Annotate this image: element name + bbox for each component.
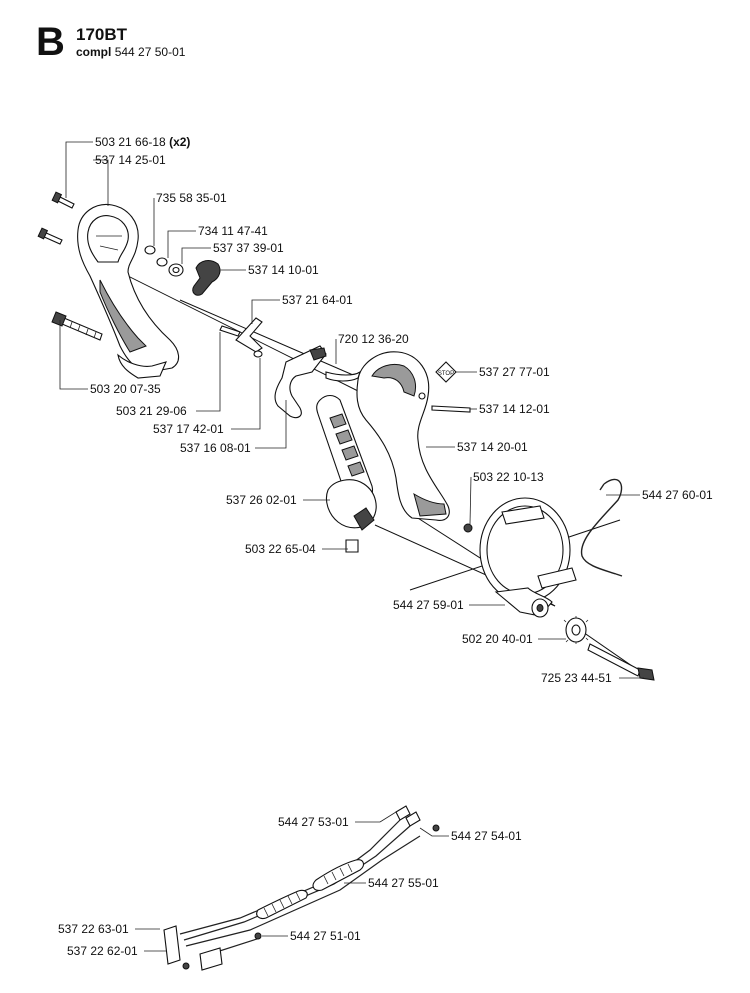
part-label: 544 27 51-01 bbox=[290, 929, 361, 943]
wire-clip bbox=[580, 478, 623, 577]
model-title: 170BT bbox=[76, 25, 128, 44]
part-label: 537 22 63-01 bbox=[58, 922, 129, 936]
part-label: 503 22 10-13 bbox=[473, 470, 544, 484]
part-label: 544 27 54-01 bbox=[451, 829, 522, 843]
part-label: 734 11 47-41 bbox=[198, 224, 268, 238]
part-label: 503 21 29-06 bbox=[116, 404, 187, 418]
trigger-parts bbox=[219, 317, 362, 419]
part-label: 725 23 44-51 bbox=[541, 671, 612, 685]
handle-rear-half bbox=[77, 203, 180, 379]
part-label: 537 22 62-01 bbox=[67, 944, 138, 958]
tube-clamp bbox=[479, 497, 577, 618]
grip-insert bbox=[316, 394, 377, 553]
part-label: 544 27 60-01 bbox=[642, 488, 713, 502]
part-label: 537 16 08-01 bbox=[180, 441, 251, 455]
assembly-axes bbox=[91, 257, 646, 676]
compl-number: 544 27 50-01 bbox=[114, 45, 186, 59]
part-label: 503 22 65-04 bbox=[245, 542, 316, 556]
part-label: 544 27 55-01 bbox=[368, 876, 439, 890]
part-labels: 503 21 66-18 (x2) 537 14 25-01 735 58 35… bbox=[58, 135, 713, 958]
complete-assembly-line: compl 544 27 50-01 bbox=[76, 45, 185, 59]
part-label: 503 21 66-18 (x2) bbox=[95, 135, 190, 149]
part-label: 537 37 39-01 bbox=[213, 241, 284, 255]
part-label: 537 14 12-01 bbox=[479, 402, 550, 416]
part-label: 537 14 20-01 bbox=[457, 440, 528, 454]
part-label: 537 21 64-01 bbox=[282, 293, 353, 307]
section-letter: B bbox=[36, 20, 65, 64]
leader-lines bbox=[59, 141, 644, 952]
part-label: 537 14 10-01 bbox=[248, 263, 319, 277]
screws-handle bbox=[37, 191, 75, 245]
stop-decal-text: STOP bbox=[438, 371, 454, 377]
part-label: 720 12 36-20 bbox=[338, 332, 409, 346]
part-label: 502 20 40-01 bbox=[462, 632, 533, 646]
part-label: 735 58 35-01 bbox=[156, 191, 227, 205]
part-label: 537 17 42-01 bbox=[153, 422, 224, 436]
part-label: 544 27 59-01 bbox=[393, 598, 464, 612]
washers-and-knob bbox=[144, 245, 221, 296]
part-label: 544 27 53-01 bbox=[278, 815, 349, 829]
part-label: 537 14 25-01 bbox=[95, 153, 166, 167]
handle-front-half bbox=[356, 351, 473, 533]
part-label: 537 26 02-01 bbox=[226, 493, 297, 507]
part-label: 503 20 07-35 bbox=[90, 382, 161, 396]
screw-long bbox=[51, 311, 103, 341]
page-header: B 170BT compl 544 27 50-01 bbox=[0, 0, 750, 80]
compl-label: compl bbox=[76, 45, 112, 59]
gear-and-bolt bbox=[563, 616, 655, 681]
wiring-harness bbox=[163, 805, 440, 971]
stop-decal: STOP bbox=[435, 361, 457, 383]
part-label: 537 27 77-01 bbox=[479, 365, 550, 379]
